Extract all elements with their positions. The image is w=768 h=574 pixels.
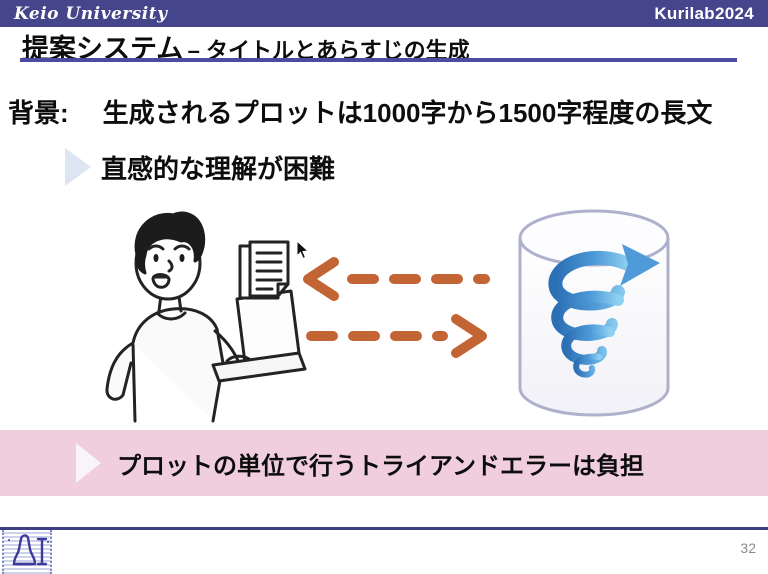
bullet-2-text: プロットの単位で行うトライアンドエラーは負担 xyxy=(117,452,645,480)
header-bar: Keio University Kurilab2024 xyxy=(0,0,768,27)
title-underline xyxy=(20,58,737,62)
triangle-bullet-icon xyxy=(76,443,101,483)
footer-divider xyxy=(0,527,768,530)
background-row: 背景: 生成されるプロットは1000字から1500字程度の長文 xyxy=(8,93,712,130)
kurilab-logo-monogram-icon xyxy=(8,534,49,566)
dashed-arrow-right-head xyxy=(451,314,487,358)
bullet-1-text: 直感的な理解が困難 xyxy=(101,153,336,184)
page-number: 32 xyxy=(740,540,756,556)
dashed-arrow-left-head xyxy=(303,257,339,301)
bullet-row-1: 直感的な理解が困難 xyxy=(65,148,335,186)
keio-university-logo-text: Keio University xyxy=(14,3,168,24)
background-text: 生成されるプロットは1000字から1500字程度の長文 xyxy=(102,98,713,128)
database-cylinder-icon xyxy=(518,209,670,417)
spiral-arrow-head xyxy=(620,244,660,286)
spiral-arrow-icon xyxy=(548,250,635,378)
kurilab-logo xyxy=(2,530,52,574)
mouse-cursor-icon xyxy=(296,240,310,260)
documents-icon xyxy=(238,240,290,300)
triangle-bullet-icon xyxy=(65,148,91,186)
worried-person-with-laptop-illustration xyxy=(105,211,307,423)
dashed-transfer-arrows xyxy=(303,257,490,358)
emphasis-band: プロットの単位で行うトライアンドエラーは負担 xyxy=(0,430,768,496)
background-label: 背景: xyxy=(8,98,69,128)
lab-name-label: Kurilab2024 xyxy=(654,3,754,23)
